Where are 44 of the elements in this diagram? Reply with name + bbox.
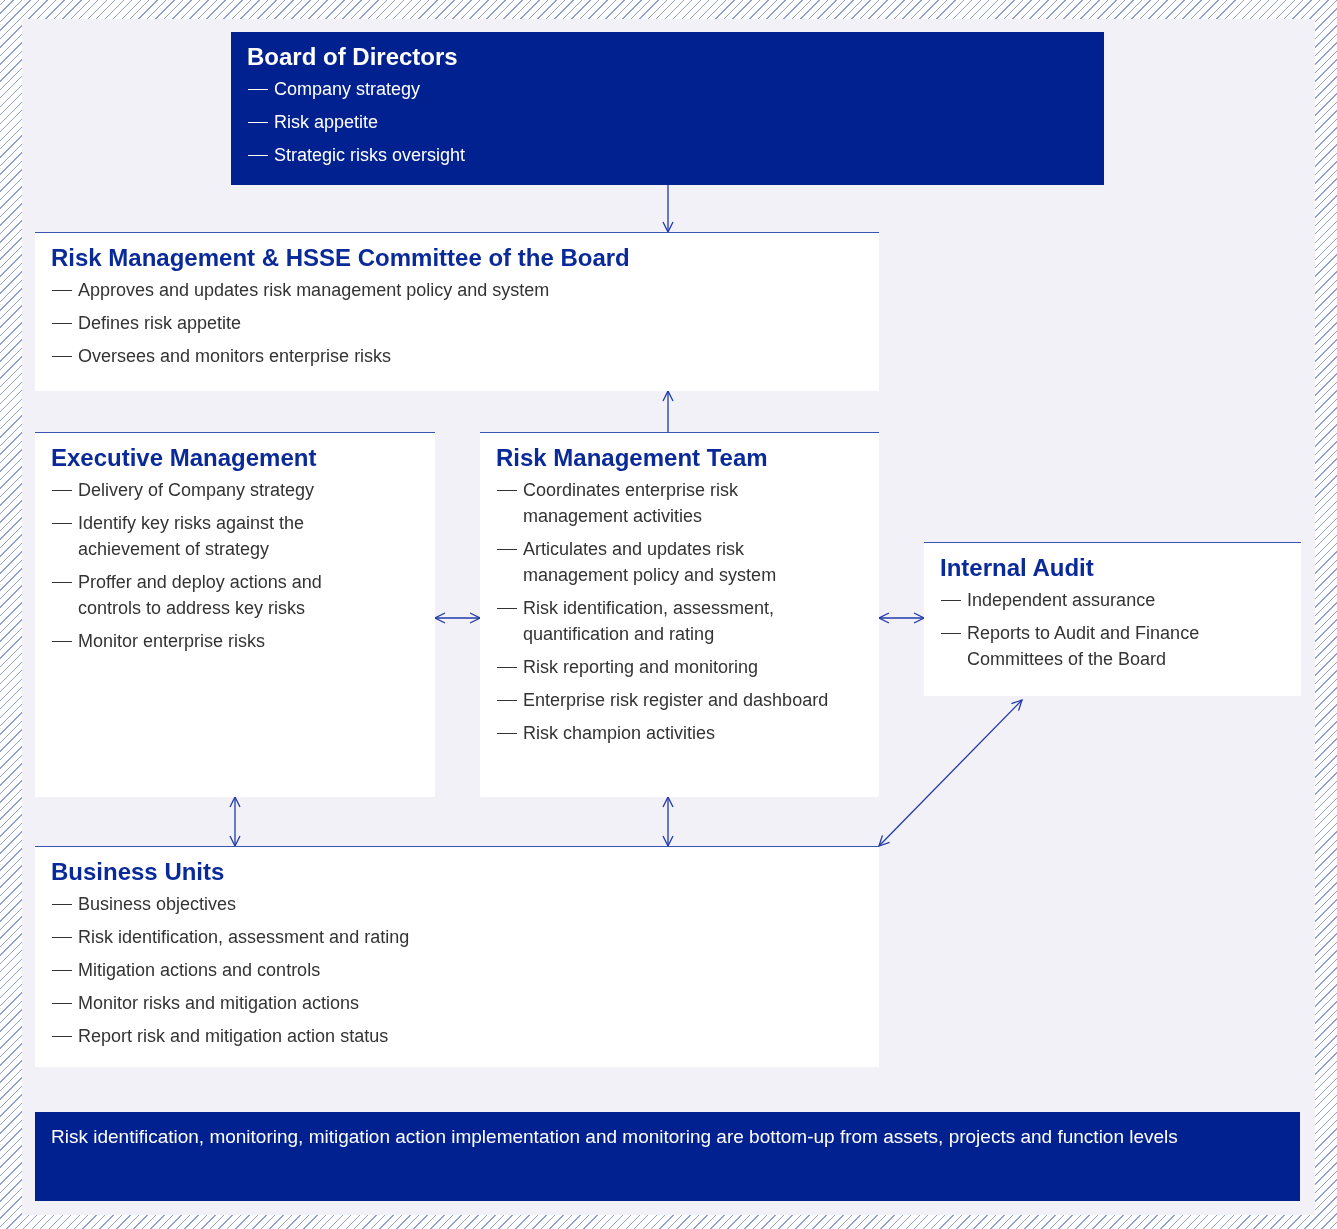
bullet-item: Delivery of Company strategy xyxy=(51,477,315,503)
role-box xyxy=(35,846,879,1067)
note-band xyxy=(35,1112,1300,1201)
arrow xyxy=(878,612,925,624)
role-box xyxy=(231,32,1104,185)
bullet-item: Risk identification, assessment and rating xyxy=(51,924,410,950)
bullet-item: Defines risk appetite xyxy=(51,310,242,336)
bullet-item: Mitigation actions and controls xyxy=(51,957,321,983)
bullet-item: Report risk and mitigation action status xyxy=(51,1023,389,1049)
bullet-item: Enterprise risk register and dashboard xyxy=(496,687,829,713)
bullet-item: Risk identification, assessment, quantification and rating xyxy=(496,595,838,647)
role-box xyxy=(480,432,879,797)
box-heading: Internal Audit xyxy=(940,553,1094,583)
arrow xyxy=(434,612,481,624)
bullet-item: Monitor risks and mitigation actions xyxy=(51,990,360,1016)
bullet-item: Independent assurance xyxy=(940,587,1156,613)
arrow xyxy=(229,796,241,847)
bullet-item: Identify key risks against the achievement of strategy xyxy=(51,510,378,562)
bullet-item: Proffer and deploy actions and controls to address key risks xyxy=(51,569,378,621)
box-heading: Board of Directors xyxy=(247,42,458,72)
role-box xyxy=(924,542,1301,696)
bullet-item: Coordinates enterprise risk management activities xyxy=(496,477,838,529)
box-heading: Business Units xyxy=(51,857,225,887)
bullet-item: Strategic risks oversight xyxy=(247,142,466,168)
box-heading: Executive Management xyxy=(51,443,317,473)
bullet-item: Monitor enterprise risks xyxy=(51,628,266,654)
role-box xyxy=(35,232,879,391)
arrow xyxy=(662,390,674,433)
box-heading: Risk Management Team xyxy=(496,443,768,473)
bullet-item: Oversees and monitors enterprise risks xyxy=(51,343,392,369)
role-box xyxy=(35,432,435,797)
note-text: Risk identification, monitoring, mitigation action implementation and monitoring are bottom-up from assets, projects and function levels xyxy=(51,1125,1178,1149)
arrow xyxy=(662,796,674,847)
bullet-item: Risk reporting and monitoring xyxy=(496,654,759,680)
bullet-item: Approves and updates risk management policy and system xyxy=(51,277,550,303)
box-heading: Risk Management & HSSE Committee of the Board xyxy=(51,243,630,273)
bullet-item: Company strategy xyxy=(247,76,421,102)
bullet-item: Risk appetite xyxy=(247,109,379,135)
arrow xyxy=(662,184,674,233)
bullet-item: Articulates and updates risk management policy and system xyxy=(496,536,838,588)
bullet-item: Business objectives xyxy=(51,891,237,917)
bullet-item: Risk champion activities xyxy=(496,720,716,746)
bullet-item: Reports to Audit and Finance Committees of the Board xyxy=(940,620,1267,672)
arrow xyxy=(878,699,1023,847)
